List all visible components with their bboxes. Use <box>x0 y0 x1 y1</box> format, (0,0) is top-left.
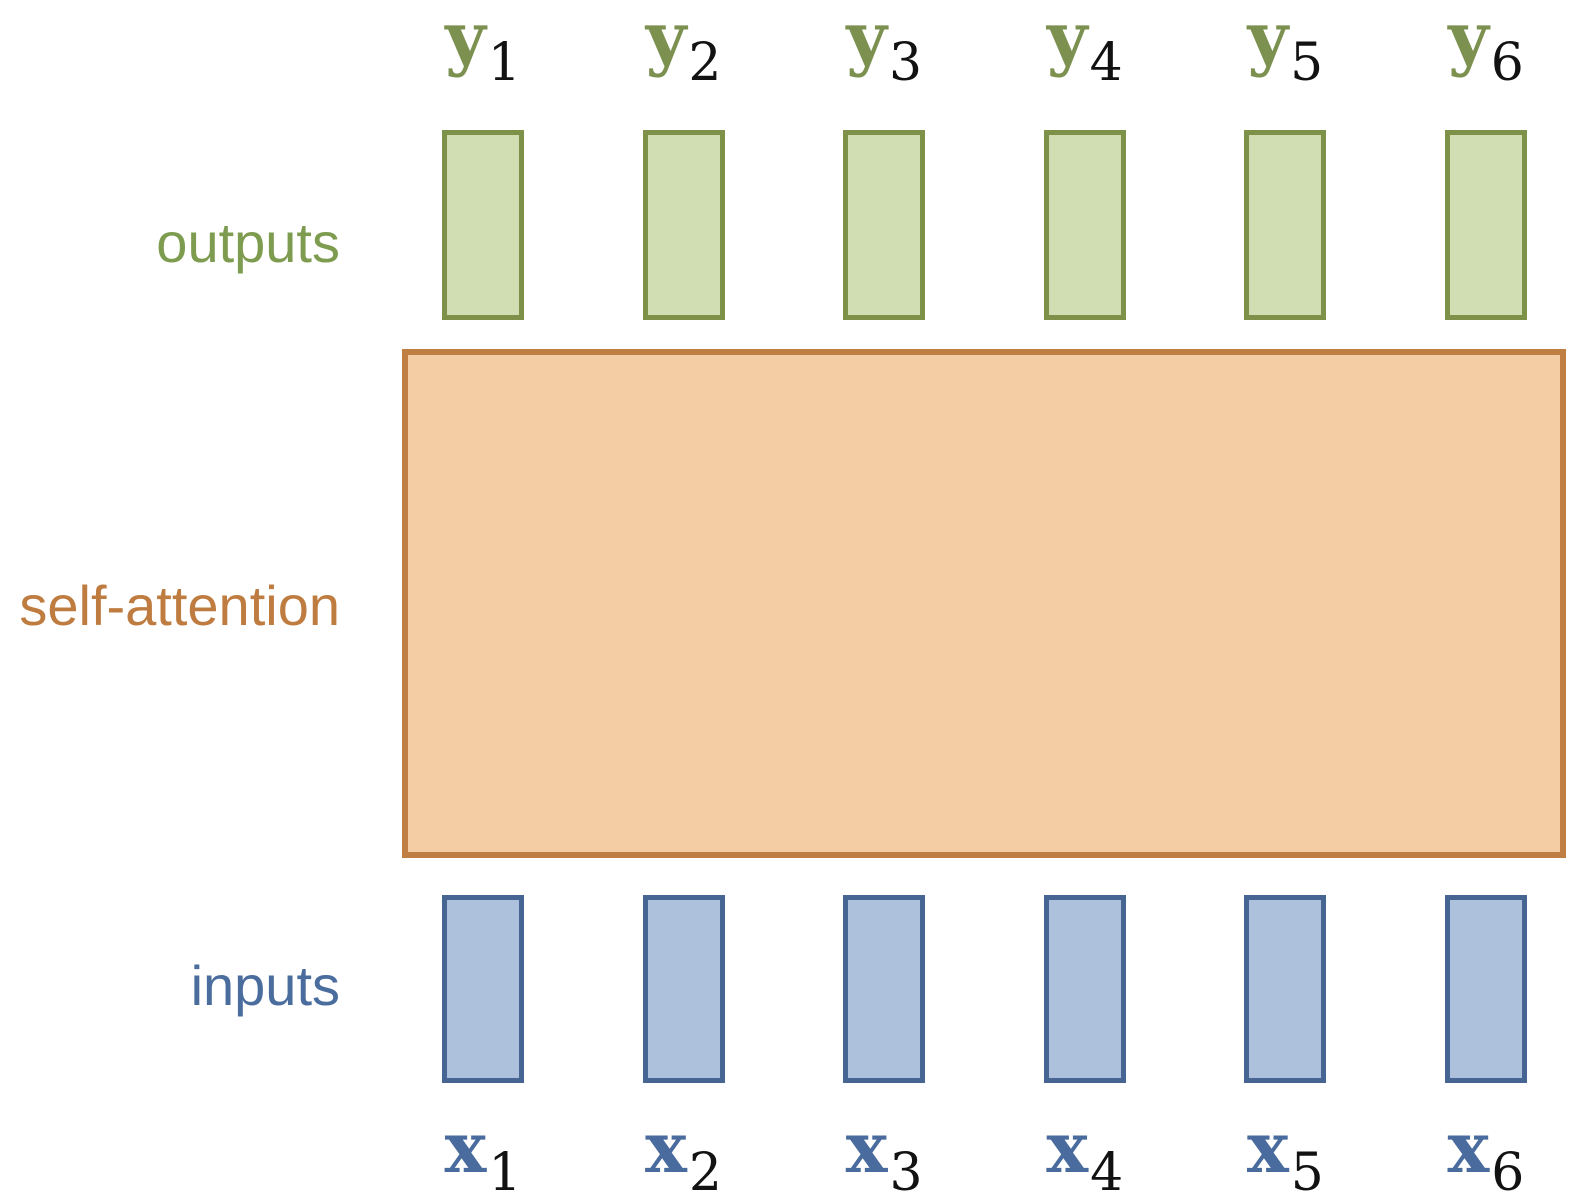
input-vector-x5 <box>1244 895 1327 1083</box>
output-letter: y <box>1046 0 1088 79</box>
input-subscript: 3 <box>889 1143 923 1196</box>
input-label-x3: x3 <box>843 1113 925 1196</box>
output-letter: y <box>846 0 887 79</box>
output-label-y5: y5 <box>1244 0 1326 94</box>
input-math-label: x1 <box>445 1113 522 1196</box>
self-attention-label: self-attention <box>19 574 340 637</box>
output-vector-y5 <box>1244 130 1327 320</box>
input-subscript: 6 <box>1491 1143 1525 1196</box>
input-subscript: 1 <box>488 1143 522 1196</box>
input-vector-x2 <box>642 895 725 1083</box>
output-math-label: y5 <box>1247 0 1323 94</box>
output-vector-y6 <box>1444 130 1527 320</box>
input-labels-row: x1 x2 x3 x4 x5 x6 <box>442 1113 1527 1196</box>
output-vector-y1 <box>442 130 524 320</box>
input-letter: x <box>845 1106 888 1189</box>
outputs-label: outputs <box>156 211 340 274</box>
output-math-label: y6 <box>1448 0 1524 94</box>
input-subscript: 4 <box>1090 1143 1124 1196</box>
input-subscript: 2 <box>688 1143 722 1196</box>
input-vectors-row <box>442 895 1527 1083</box>
output-subscript: 5 <box>1290 33 1324 93</box>
input-label-x6: x6 <box>1445 1113 1527 1196</box>
input-letter: x <box>1046 1106 1089 1189</box>
input-label-x4: x4 <box>1044 1113 1126 1196</box>
self-attention-box <box>402 349 1566 858</box>
input-label-x5: x5 <box>1244 1113 1326 1196</box>
output-label-y2: y2 <box>643 0 725 94</box>
input-math-label: x2 <box>645 1113 722 1196</box>
output-letter: y <box>1448 0 1489 79</box>
output-vector-y3 <box>843 130 926 320</box>
output-subscript: 2 <box>688 33 722 93</box>
input-vector-x4 <box>1043 895 1126 1083</box>
output-math-label: y3 <box>846 0 922 94</box>
output-math-label: y2 <box>645 0 722 94</box>
output-letter: y <box>445 0 486 79</box>
input-vector-x6 <box>1444 895 1527 1083</box>
output-label-y1: y1 <box>442 0 524 94</box>
input-letter: x <box>1447 1106 1490 1189</box>
inputs-label: inputs <box>190 954 340 1017</box>
input-math-label: x4 <box>1046 1113 1123 1196</box>
input-letter: x <box>1246 1106 1289 1189</box>
input-label-x2: x2 <box>643 1113 725 1196</box>
input-vector-x1 <box>442 895 524 1083</box>
output-math-label: y4 <box>1046 0 1123 94</box>
input-math-label: x3 <box>846 1113 923 1196</box>
output-subscript: 1 <box>487 33 521 93</box>
output-vector-y4 <box>1043 130 1126 320</box>
output-vectors-row <box>442 130 1527 320</box>
output-vector-y2 <box>642 130 725 320</box>
input-math-label: x5 <box>1247 1113 1324 1196</box>
output-subscript: 6 <box>1490 33 1524 93</box>
output-subscript: 4 <box>1089 33 1123 93</box>
output-math-label: y1 <box>445 0 521 94</box>
input-subscript: 5 <box>1290 1143 1324 1196</box>
output-label-y3: y3 <box>843 0 925 94</box>
output-label-y6: y6 <box>1445 0 1527 94</box>
output-letter: y <box>1247 0 1289 79</box>
input-letter: x <box>444 1106 487 1189</box>
output-letter: y <box>645 0 687 79</box>
input-math-label: x6 <box>1448 1113 1525 1196</box>
input-vector-x3 <box>843 895 926 1083</box>
input-letter: x <box>645 1106 687 1189</box>
output-label-y4: y4 <box>1044 0 1126 94</box>
output-subscript: 3 <box>888 33 923 93</box>
input-label-x1: x1 <box>442 1113 524 1196</box>
